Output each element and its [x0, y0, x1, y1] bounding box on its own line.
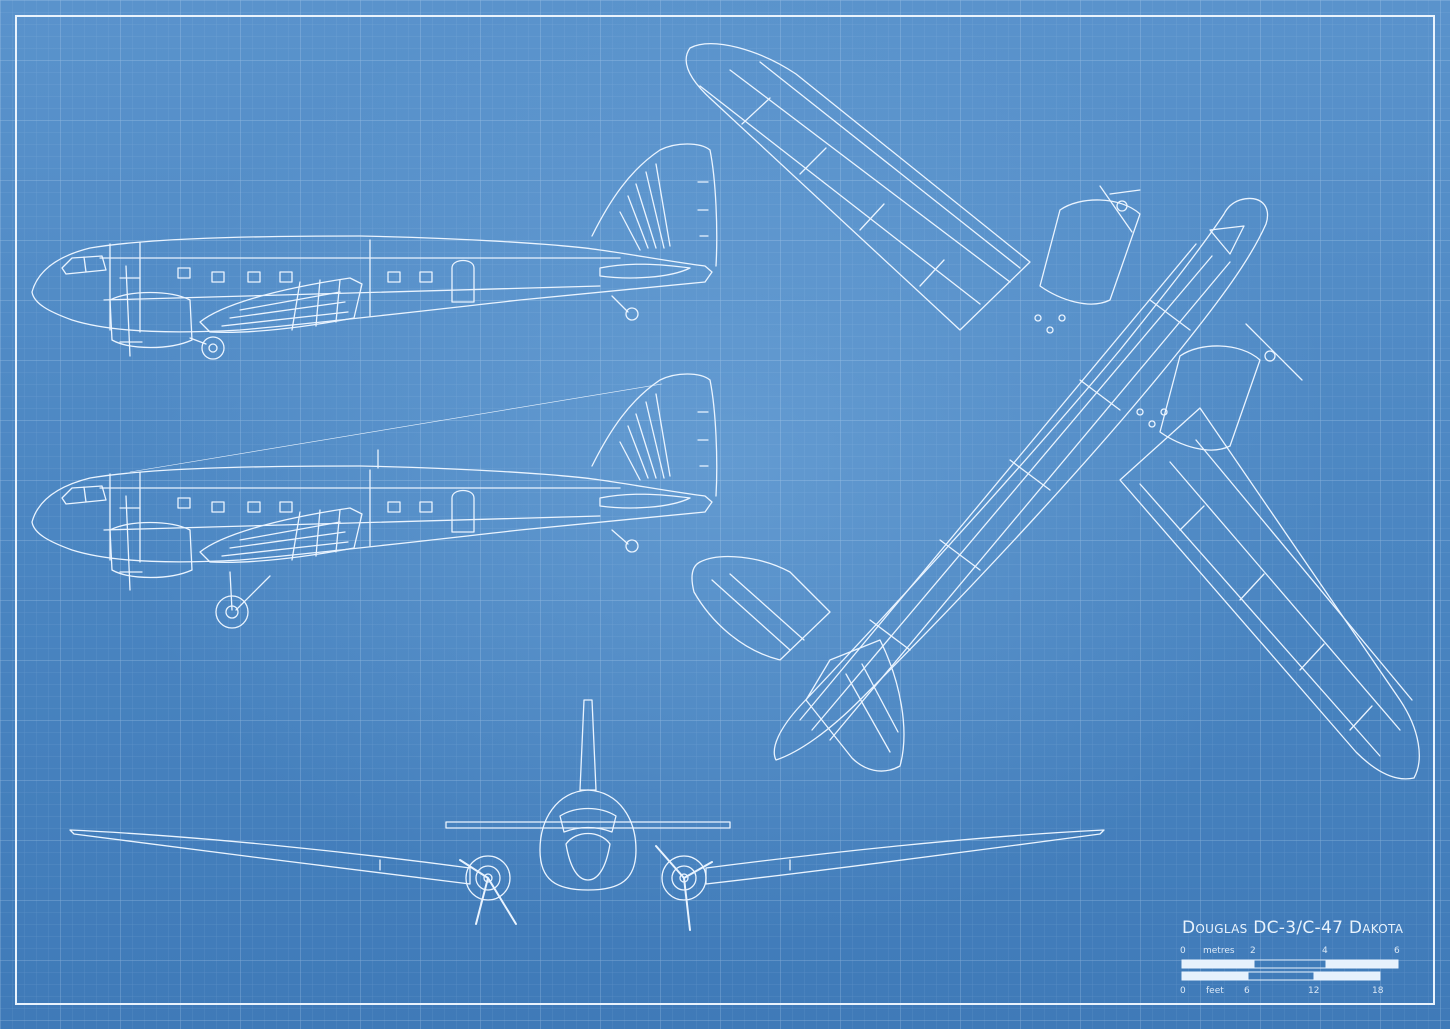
scale-feet-tick-18: 18 [1372, 986, 1384, 996]
drawing-title: Douglas DC-3/C-47 Dakota [1182, 918, 1404, 938]
scale-feet-tick-6: 6 [1244, 986, 1250, 996]
scale-bar [1181, 959, 1399, 981]
sheet-border [15, 15, 1435, 1005]
scale-metres-tick-6: 6 [1394, 946, 1400, 956]
top-view [685, 43, 1420, 780]
scale-metres-tick-2: 2 [1250, 946, 1256, 956]
scale-metres-tick-4: 4 [1322, 946, 1328, 956]
scale-feet-tick-12: 12 [1308, 986, 1320, 996]
front-view [69, 699, 1105, 931]
scale-feet-tick-0: 0 [1180, 986, 1186, 996]
scale-metres-tick-0: 0 [1180, 946, 1186, 956]
scale-feet-label: feet [1206, 986, 1224, 996]
scale-metres-label: metres [1203, 946, 1235, 956]
side-view-top [31, 143, 718, 360]
side-view-bottom [31, 373, 718, 629]
